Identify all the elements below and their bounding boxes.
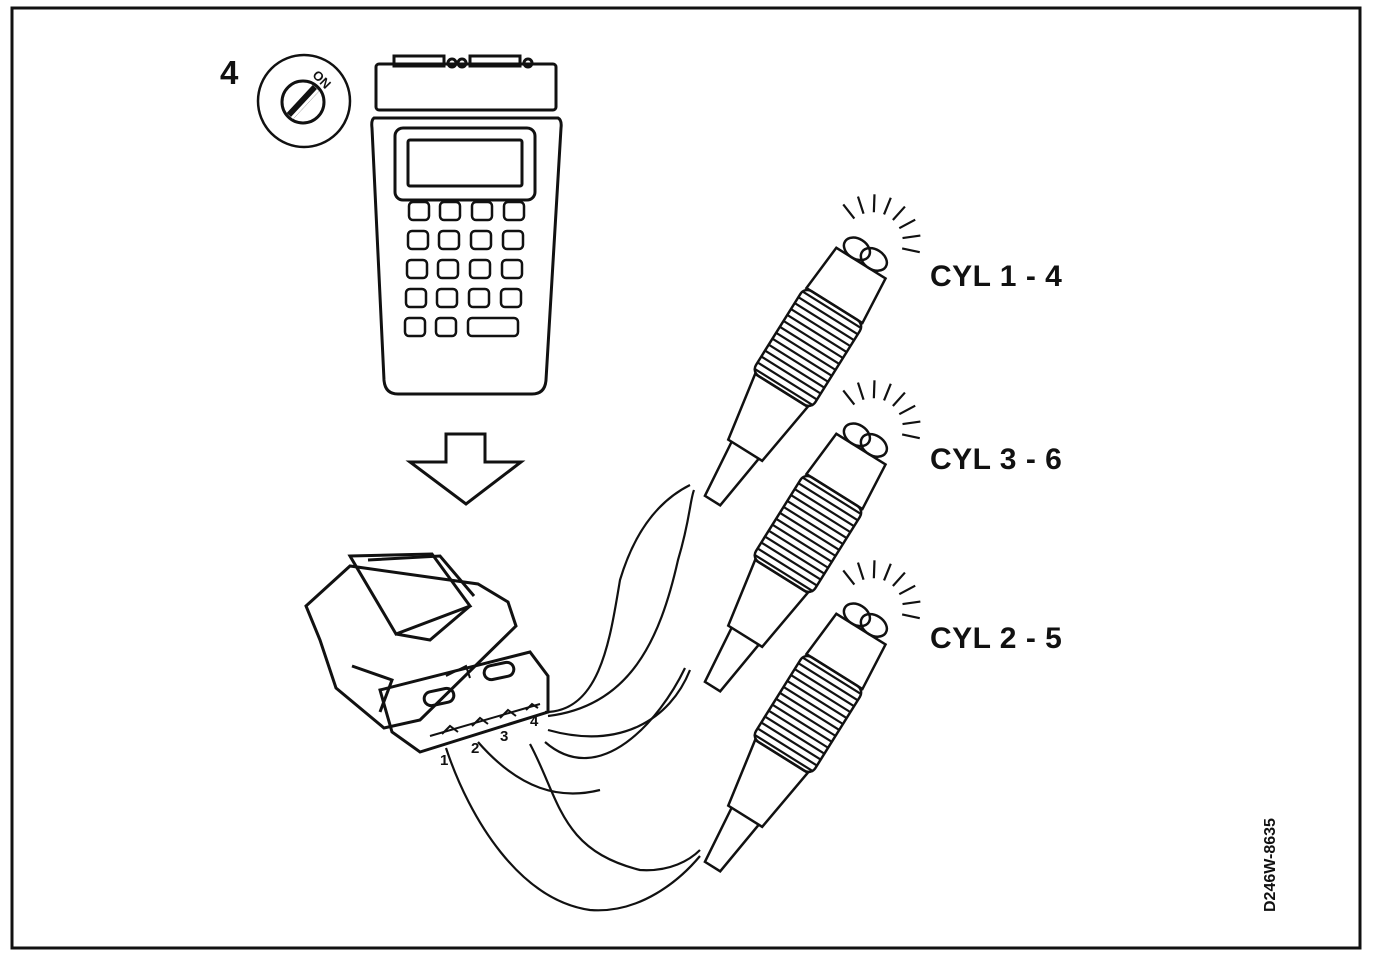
step-number: 4 <box>220 54 239 91</box>
light-rays <box>842 194 921 254</box>
keypad-key <box>469 229 493 251</box>
cylinder-pair-label: CYL 1 - 4 <box>930 260 1063 293</box>
light-rays <box>842 560 921 620</box>
keypad-key <box>405 258 429 280</box>
test-lamp-icon <box>703 194 921 507</box>
keypad-key <box>434 316 458 338</box>
keypad-key <box>407 200 431 222</box>
keypad-wide-key <box>466 316 520 338</box>
wire-harness <box>444 484 701 912</box>
ignition-key-icon <box>256 53 352 149</box>
four-pin-connector-icon <box>304 552 550 754</box>
keypad-key <box>502 200 526 222</box>
connector-pin-label: 1 <box>440 752 449 769</box>
keypad-key <box>404 287 428 309</box>
connector-pin-label: 2 <box>471 740 480 757</box>
keypad-key <box>406 229 430 251</box>
keypad-key <box>437 229 461 251</box>
keypad-key <box>435 287 459 309</box>
keypad-key <box>501 229 525 251</box>
connector-pin-label: 3 <box>500 728 509 745</box>
scan-tool-keypad <box>403 200 526 338</box>
keypad-key <box>470 200 494 222</box>
cylinder-pair-label: CYL 2 - 5 <box>930 622 1063 655</box>
keypad-key <box>500 258 524 280</box>
keypad-key <box>436 258 460 280</box>
keypad-key <box>468 258 492 280</box>
keypad-key <box>403 316 427 338</box>
keypad-key <box>499 287 523 309</box>
figure-frame <box>10 6 1362 950</box>
connector-pin-label: 4 <box>530 713 539 730</box>
test-lamps <box>703 194 921 873</box>
test-lamp-icon <box>703 560 921 873</box>
down-arrow-icon <box>405 432 526 506</box>
cylinder-pair-label: CYL 3 - 6 <box>930 443 1063 476</box>
light-rays <box>842 380 921 440</box>
test-lamp-icon <box>703 380 921 693</box>
scan-tool-icon <box>370 54 563 396</box>
figure-code: D246W-8635 <box>1262 818 1279 912</box>
keypad-key <box>467 287 491 309</box>
keypad-key <box>438 200 462 222</box>
